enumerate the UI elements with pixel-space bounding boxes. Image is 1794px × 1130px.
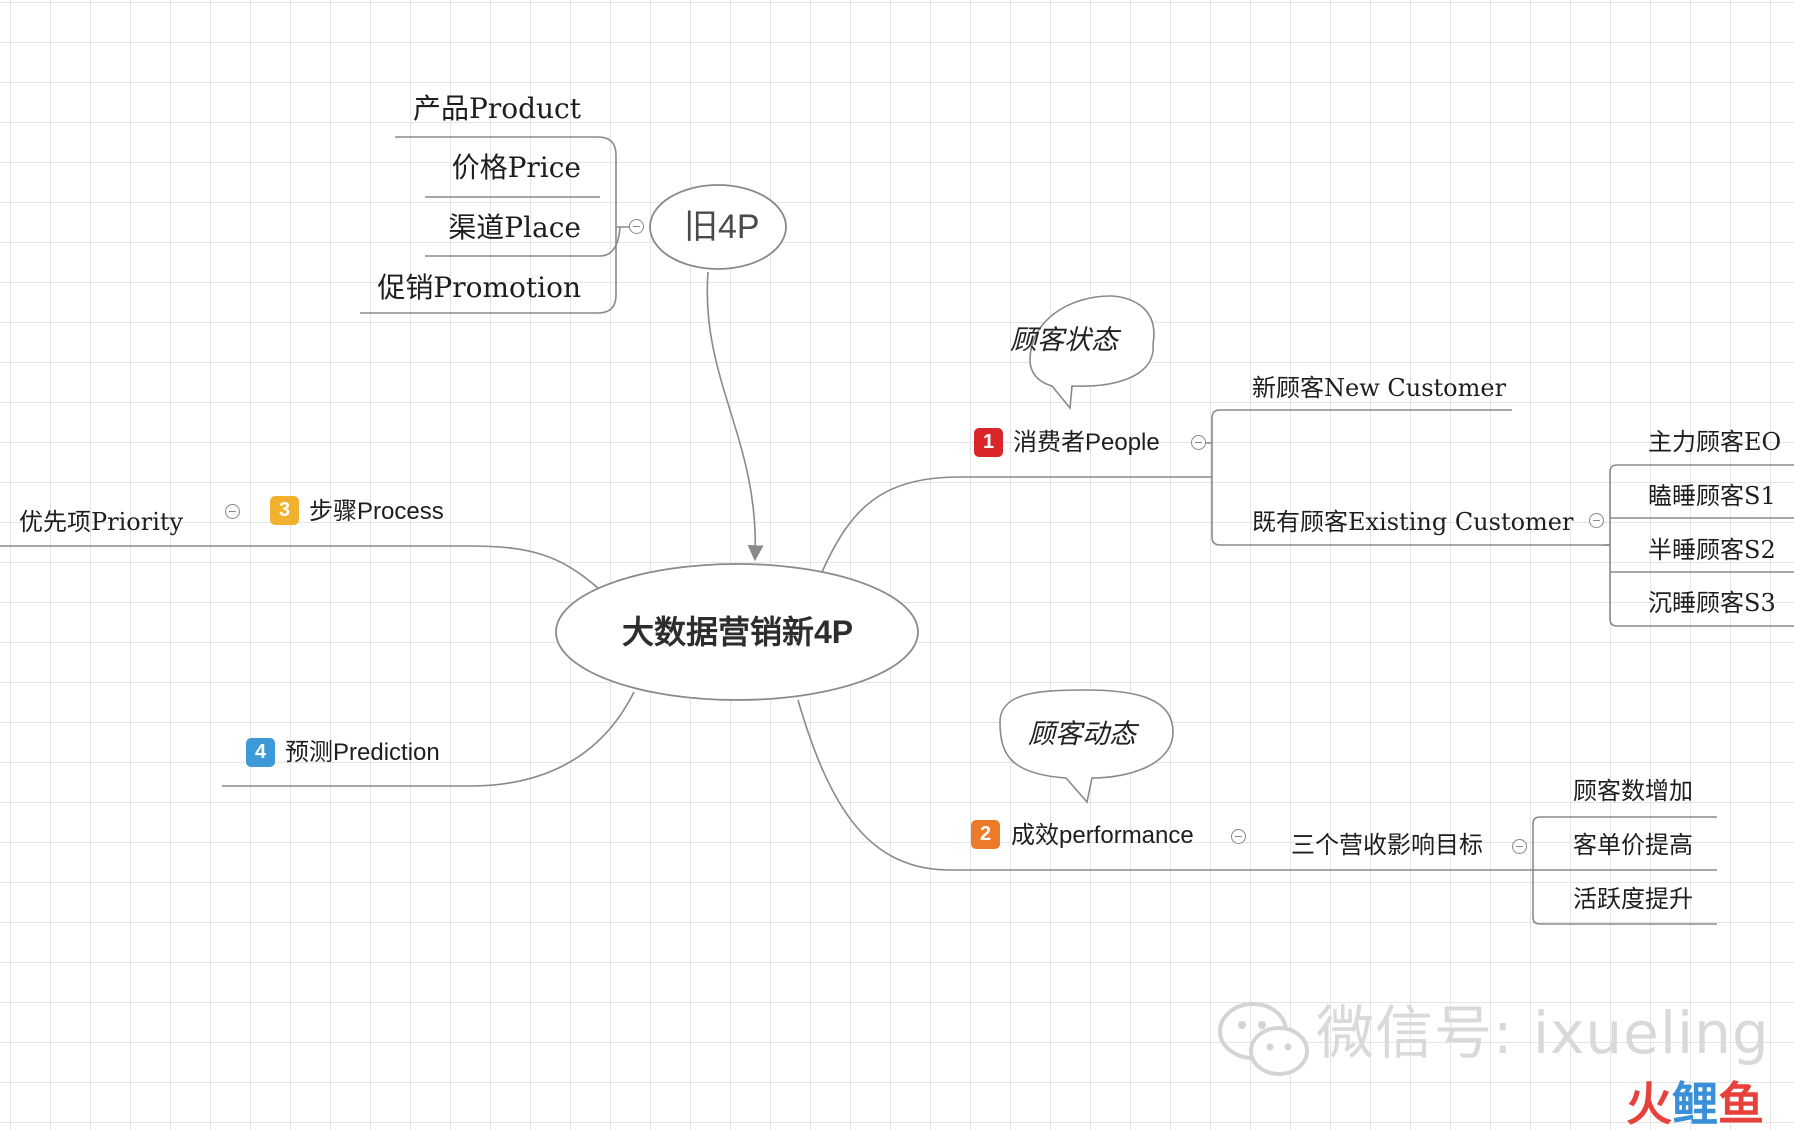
- old4p-divider-2: [425, 226, 621, 257]
- people-collapse-toggle[interactable]: [1191, 435, 1206, 450]
- existing-child-s1[interactable]: 瞌睡顾客S1: [1648, 482, 1776, 510]
- central-node: [555, 563, 919, 701]
- brand-char-3: 鱼: [1718, 1078, 1764, 1130]
- target-activity[interactable]: 活跃度提升: [1573, 886, 1693, 913]
- old4p-item-price[interactable]: 价格Price: [451, 151, 581, 184]
- people-label[interactable]: 消费者People: [1013, 429, 1160, 456]
- existing-child-s3[interactable]: 沉睡顾客S3: [1648, 589, 1776, 617]
- edge-performance: [797, 699, 1535, 871]
- existing-customer-label[interactable]: 既有顾客Existing Customer: [1252, 508, 1574, 536]
- process-label[interactable]: 步骤Process: [309, 498, 444, 525]
- priority-label[interactable]: 优先项Priority: [19, 508, 184, 536]
- watermark-text: 微信号: ixueling: [1316, 999, 1770, 1067]
- badge-4: 4: [246, 738, 275, 767]
- old4p-item-place[interactable]: 渠道Place: [448, 211, 581, 244]
- brand-logo: 火鲤鱼: [1626, 1081, 1764, 1127]
- edge-process: [0, 545, 599, 589]
- old4p-node: [649, 184, 787, 270]
- wechat-icon: [1218, 1002, 1309, 1076]
- prediction-label[interactable]: 预测Prediction: [285, 739, 440, 766]
- process-collapse-toggle[interactable]: [225, 504, 240, 519]
- callout-people-shape: [1029, 295, 1155, 411]
- target-customer-count[interactable]: 顾客数增加: [1573, 778, 1693, 805]
- performance-collapse-toggle[interactable]: [1231, 829, 1246, 844]
- callout-performance-shape: [999, 689, 1174, 804]
- old4p-collapse-toggle[interactable]: [629, 219, 644, 234]
- old4p-item-product[interactable]: 产品Product: [413, 92, 581, 125]
- old4p-label[interactable]: 旧4P: [684, 208, 760, 246]
- people-bracket: [1211, 409, 1610, 546]
- old4p-bracket: [360, 136, 617, 314]
- revenue-targets-label[interactable]: 三个营收影响目标: [1291, 832, 1483, 859]
- new-customer-label[interactable]: 新顾客New Customer: [1252, 374, 1507, 402]
- central-label[interactable]: 大数据营销新4P: [622, 614, 854, 650]
- edge-people: [821, 476, 1212, 573]
- badge-3: 3: [270, 496, 299, 525]
- badge-1: 1: [974, 428, 1003, 457]
- old4p-item-promotion[interactable]: 促销Promotion: [377, 271, 581, 304]
- old4p-arrow: [706, 271, 764, 562]
- target-order-value[interactable]: 客单价提高: [1573, 832, 1693, 859]
- existing-child-eo[interactable]: 主力顾客EO: [1648, 428, 1782, 456]
- existing-child-s2[interactable]: 半睡顾客S2: [1648, 536, 1776, 564]
- edge-prediction: [222, 691, 635, 787]
- performance-label[interactable]: 成效performance: [1011, 822, 1194, 849]
- badge-2: 2: [971, 820, 1000, 849]
- brand-char-1: 火: [1626, 1078, 1672, 1130]
- brand-char-2: 鲤: [1672, 1078, 1718, 1130]
- callout-performance-text: 顾客动态: [1028, 719, 1136, 750]
- revenue-targets-collapse-toggle[interactable]: [1512, 839, 1527, 854]
- callout-people-text: 顾客状态: [1010, 325, 1118, 356]
- existing-collapse-toggle[interactable]: [1589, 513, 1604, 528]
